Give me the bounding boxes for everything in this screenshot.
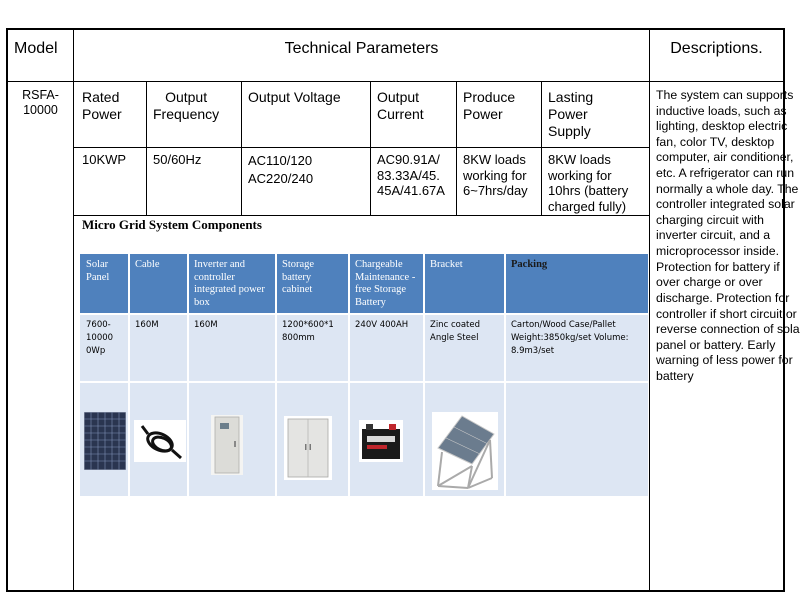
battery-cabinet-icon — [284, 416, 332, 480]
model-header: Model — [14, 40, 58, 57]
param-col-divider-1 — [146, 82, 147, 215]
comp-sep-6 — [504, 254, 506, 496]
comp-header-storage-battery: Chargeable Maintenance -free Storage Bat… — [349, 254, 424, 314]
table-border-right — [783, 28, 785, 592]
comp-header-packing: Packing — [505, 254, 648, 314]
param-value-output-frequency: 50/60Hz — [153, 152, 202, 167]
comp-value-solar-panel: 7600- 10000 0Wp — [80, 314, 129, 382]
comp-row-sep-1 — [80, 313, 648, 315]
param-col-divider-5 — [541, 82, 542, 215]
param-col-divider-2 — [241, 82, 242, 215]
param-col-divider-3 — [370, 82, 371, 215]
param-value-output-current: AC90.91A/ 83.33A/45. 45A/41.67A — [377, 152, 445, 199]
comp-value-cable: 160M — [129, 314, 188, 382]
table-border-left — [6, 28, 8, 592]
comp-sep-5 — [423, 254, 425, 496]
components-title: Micro Grid System Components — [82, 217, 262, 232]
comp-value-packing: Carton/Wood Case/Pallet Weight:3850kg/se… — [505, 314, 648, 382]
comp-sep-1 — [128, 254, 130, 496]
comp-header-battery-cabinet: Storage battery cabinet — [276, 254, 349, 314]
technical-parameters-header: Technical Parameters — [284, 40, 439, 57]
descriptions-header: Descriptions. — [670, 40, 763, 57]
comp-row-sep-2 — [80, 381, 648, 383]
description-column-divider — [649, 28, 650, 592]
table-border-top — [6, 28, 785, 30]
comp-header-cable: Cable — [129, 254, 188, 314]
system-description: The system can supports inductive loads,… — [656, 88, 800, 383]
cable-icon — [134, 420, 186, 462]
comp-value-power-box: 160M — [188, 314, 276, 382]
model-column-divider — [73, 28, 74, 592]
param-value-lasting-power-supply: 8KW loads working for 10hrs (battery cha… — [548, 152, 629, 214]
comp-sep-4 — [348, 254, 350, 496]
param-row-divider — [74, 147, 649, 148]
param-label-lasting-power-supply: Lasting Power Supply — [548, 89, 594, 139]
param-value-output-voltage: AC110/120 AC220/240 — [248, 153, 314, 187]
battery-icon — [359, 420, 403, 462]
bracket-icon — [432, 412, 498, 490]
param-label-output-voltage: Output Voltage — [248, 89, 341, 105]
solar-panel-icon — [84, 412, 126, 470]
comp-header-bracket: Bracket — [424, 254, 505, 314]
comp-header-power-box: Inverter and controller integrated power… — [188, 254, 276, 314]
param-label-output-current: Output Current — [377, 89, 424, 122]
comp-header-solar-panel: Solar Panel — [80, 254, 129, 314]
param-value-produce-power: 8KW loads working for 6~7hrs/day — [463, 152, 528, 199]
param-value-rated-power: 10KWP — [82, 152, 127, 167]
table-border-bottom — [6, 590, 785, 592]
param-label-output-frequency: Output Frequency — [153, 89, 220, 122]
comp-sep-3 — [275, 254, 277, 496]
param-bottom-divider — [74, 215, 649, 216]
comp-value-battery-cabinet: 1200*600*1 800mm — [276, 314, 349, 382]
param-col-divider-4 — [456, 82, 457, 215]
header-row-divider — [6, 81, 785, 82]
model-value: RSFA- 10000 — [22, 88, 59, 117]
comp-value-storage-battery: 240V 400AH — [349, 314, 424, 382]
power-box-icon — [211, 415, 243, 475]
comp-sep-2 — [187, 254, 189, 496]
param-label-produce-power: Produce Power — [463, 89, 516, 122]
param-label-rated-power: Rated Power — [82, 89, 122, 122]
comp-value-bracket: Zinc coated Angle Steel — [424, 314, 505, 382]
